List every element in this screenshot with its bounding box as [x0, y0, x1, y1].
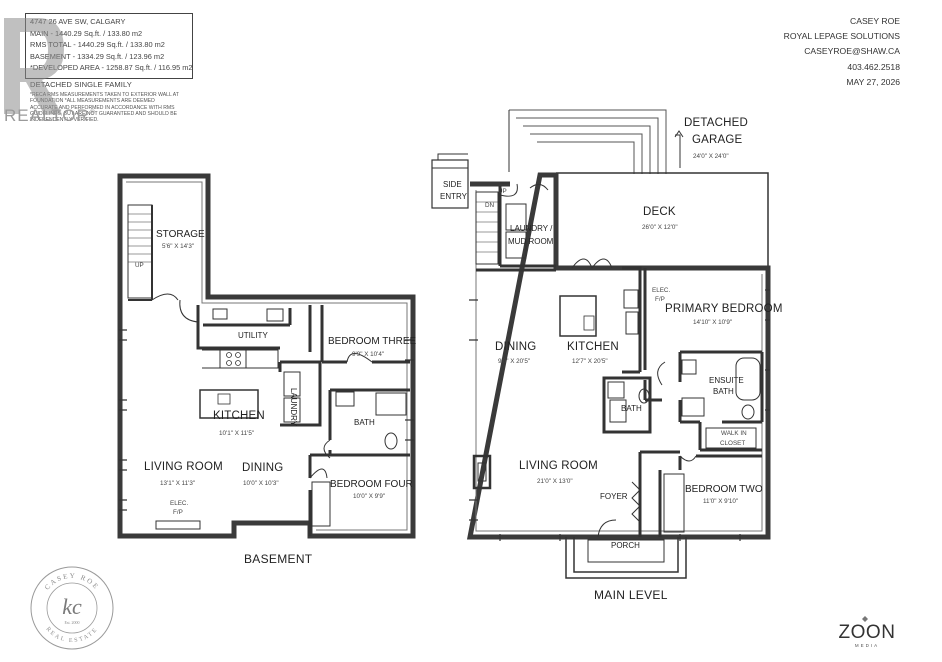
garage-dim: 24'0" X 24'0": [693, 153, 729, 160]
zoon-media-logo-icon: ZOON MEDIA: [839, 616, 896, 648]
basement-living-room-dim: 13'1" X 11'3": [160, 480, 196, 487]
svg-text:CASEY ROE: CASEY ROE: [43, 572, 101, 592]
basement-bath-label: BATH: [354, 418, 375, 427]
main-dining-dim: 9'0" X 20'5": [498, 358, 531, 365]
rms-total-line: RMS TOTAL - 1440.29 Sq.ft. / 133.80 m2: [30, 40, 165, 50]
basement-dining-dim: 10'0" X 10'3": [243, 480, 279, 487]
deck-steps: [509, 109, 667, 174]
agent-brokerage: ROYAL LEPAGE SOLUTIONS: [783, 31, 900, 42]
agent-name: CASEY ROE: [850, 16, 900, 26]
basement-stair: [127, 204, 153, 299]
laundry-mud-line2: MUD ROOM: [508, 237, 554, 246]
zoon-wordmark: ZOON: [839, 622, 896, 643]
basement-bedroom-four-dim: 10'0" X 9'9": [353, 493, 386, 500]
basement-laundry-label: LAUNDRY: [289, 388, 298, 427]
logo-arc-bottom: REAL ESTATE: [45, 626, 98, 644]
basement-exterior-wall-inner: [126, 181, 408, 531]
main-elec-fp-line2: F/P: [655, 296, 665, 303]
basement-dining-label: DINING: [242, 462, 284, 474]
basement-storage-label: STORAGE: [156, 229, 205, 240]
basement-bedroom-three-label: BEDROOM THREE: [328, 336, 417, 347]
main-fireplace: [472, 454, 492, 490]
foyer-label: FOYER: [600, 492, 628, 501]
basement-plan: [117, 173, 416, 539]
agent-contact: CASEY ROE ROYAL LEPAGE SOLUTIONS CASEYRO…: [784, 14, 900, 90]
main-level-title: MAIN LEVEL: [594, 588, 668, 602]
basement-elec-fp-line1: ELEC.: [170, 500, 189, 507]
main-elec-fp-line1: ELEC.: [652, 287, 671, 294]
side-entry-line1: SIDE: [443, 180, 462, 189]
main-level-exterior-wall: [466, 172, 771, 540]
casey-roe-logo-icon: CASEY ROE REAL ESTATE kc Est. 2000: [30, 566, 114, 650]
basement-stair-up: UP: [135, 262, 144, 269]
realtor-watermark-text: REALTOR®: [4, 106, 96, 125]
basement-kitchen-label: KITCHEN: [213, 410, 265, 422]
plan-date: MAY 27, 2026: [846, 76, 900, 87]
ensuite-bath-line1: ENSUITE: [709, 376, 744, 385]
porch-label: PORCH: [611, 541, 640, 550]
basement-kitchen-dim: 10'1" X 11'5": [219, 430, 255, 437]
main-kitchen-island: [559, 295, 597, 337]
area-summary-box: 4747 26 AVE SW, CALGARY MAIN - 1440.29 S…: [25, 13, 193, 79]
main-stair-dn: DN: [485, 202, 495, 209]
main-bath-label: BATH: [621, 404, 642, 413]
bedroom-two-dim: 11'0" X 9'10": [703, 498, 739, 505]
bedroom-two-label: BEDROOM TWO: [685, 484, 763, 495]
logo-arc-top: CASEY ROE: [43, 572, 99, 592]
address-line: 4747 26 AVE SW, CALGARY: [30, 17, 126, 26]
svg-text:REAL ESTATE: REAL ESTATE: [45, 626, 100, 644]
main-dining-label: DINING: [495, 341, 537, 353]
basement-bedroom-four-label: BEDROOM FOUR: [330, 479, 413, 490]
side-entry-line2: ENTRY: [440, 192, 467, 201]
basement-storage-dim: 5'6" X 14'3": [162, 243, 195, 250]
developed-area-line: *DEVELOPED AREA - 1258.87 Sq.ft. / 116.9…: [30, 63, 193, 73]
porch-outline: [565, 537, 687, 579]
main-kitchen-dim: 12'7" X 20'5": [572, 358, 608, 365]
measurement-disclaimer: *RECA RMS MEASUREMENTS TAKEN TO EXTERIOR…: [30, 92, 179, 124]
logo-est: Est. 2000: [64, 620, 79, 625]
basement-bedroom-three-dim: 9'9" X 10'4": [352, 351, 385, 358]
basement-kitchen-island: [199, 389, 259, 419]
deck-label: DECK: [643, 206, 676, 218]
agent-phone[interactable]: 403.462.2518: [847, 61, 900, 72]
main-living-room-label: LIVING ROOM: [519, 460, 598, 472]
laundry-mud-line1: LAUNDRY /: [510, 224, 553, 233]
main-kitchen-label: KITCHEN: [567, 341, 619, 353]
main-area-line: MAIN - 1440.29 Sq.ft. / 133.80 m2: [30, 28, 143, 38]
walk-in-closet-line2: CLOSET: [720, 440, 746, 447]
garage-label-line2: GARAGE: [692, 134, 743, 146]
basement-elec-fp-line2: F/P: [173, 509, 183, 516]
basement-title: BASEMENT: [244, 552, 313, 566]
ensuite-bath-line2: BATH: [713, 387, 734, 396]
property-type: DETACHED SINGLE FAMILY: [30, 80, 132, 89]
main-stair: [475, 191, 499, 265]
main-living-room-dim: 21'0" X 13'0": [537, 478, 573, 485]
primary-bedroom-label: PRIMARY BEDROOM: [665, 303, 783, 315]
zoon-sub: MEDIA: [855, 643, 879, 648]
basement-utility-label: UTILITY: [238, 331, 268, 340]
walk-in-closet-line1: WALK IN: [721, 430, 747, 437]
deck-outline: [556, 172, 769, 269]
garage-label-line1: DETACHED: [684, 117, 749, 129]
agent-email[interactable]: CASEYROE@SHAW.CA: [804, 46, 900, 57]
logo-monogram: kc: [62, 594, 82, 619]
basement-area-line: BASEMENT - 1334.29 Sq.ft. / 123.96 m2: [30, 51, 165, 61]
deck-dim: 26'0" X 12'0": [642, 224, 678, 231]
main-stair-up: UP: [498, 188, 507, 195]
realtor-watermark-icon: [4, 18, 64, 114]
main-level-plan: [431, 109, 771, 579]
primary-bedroom-dim: 14'10" X 10'9": [693, 319, 733, 326]
basement-living-room-label: LIVING ROOM: [144, 461, 223, 473]
